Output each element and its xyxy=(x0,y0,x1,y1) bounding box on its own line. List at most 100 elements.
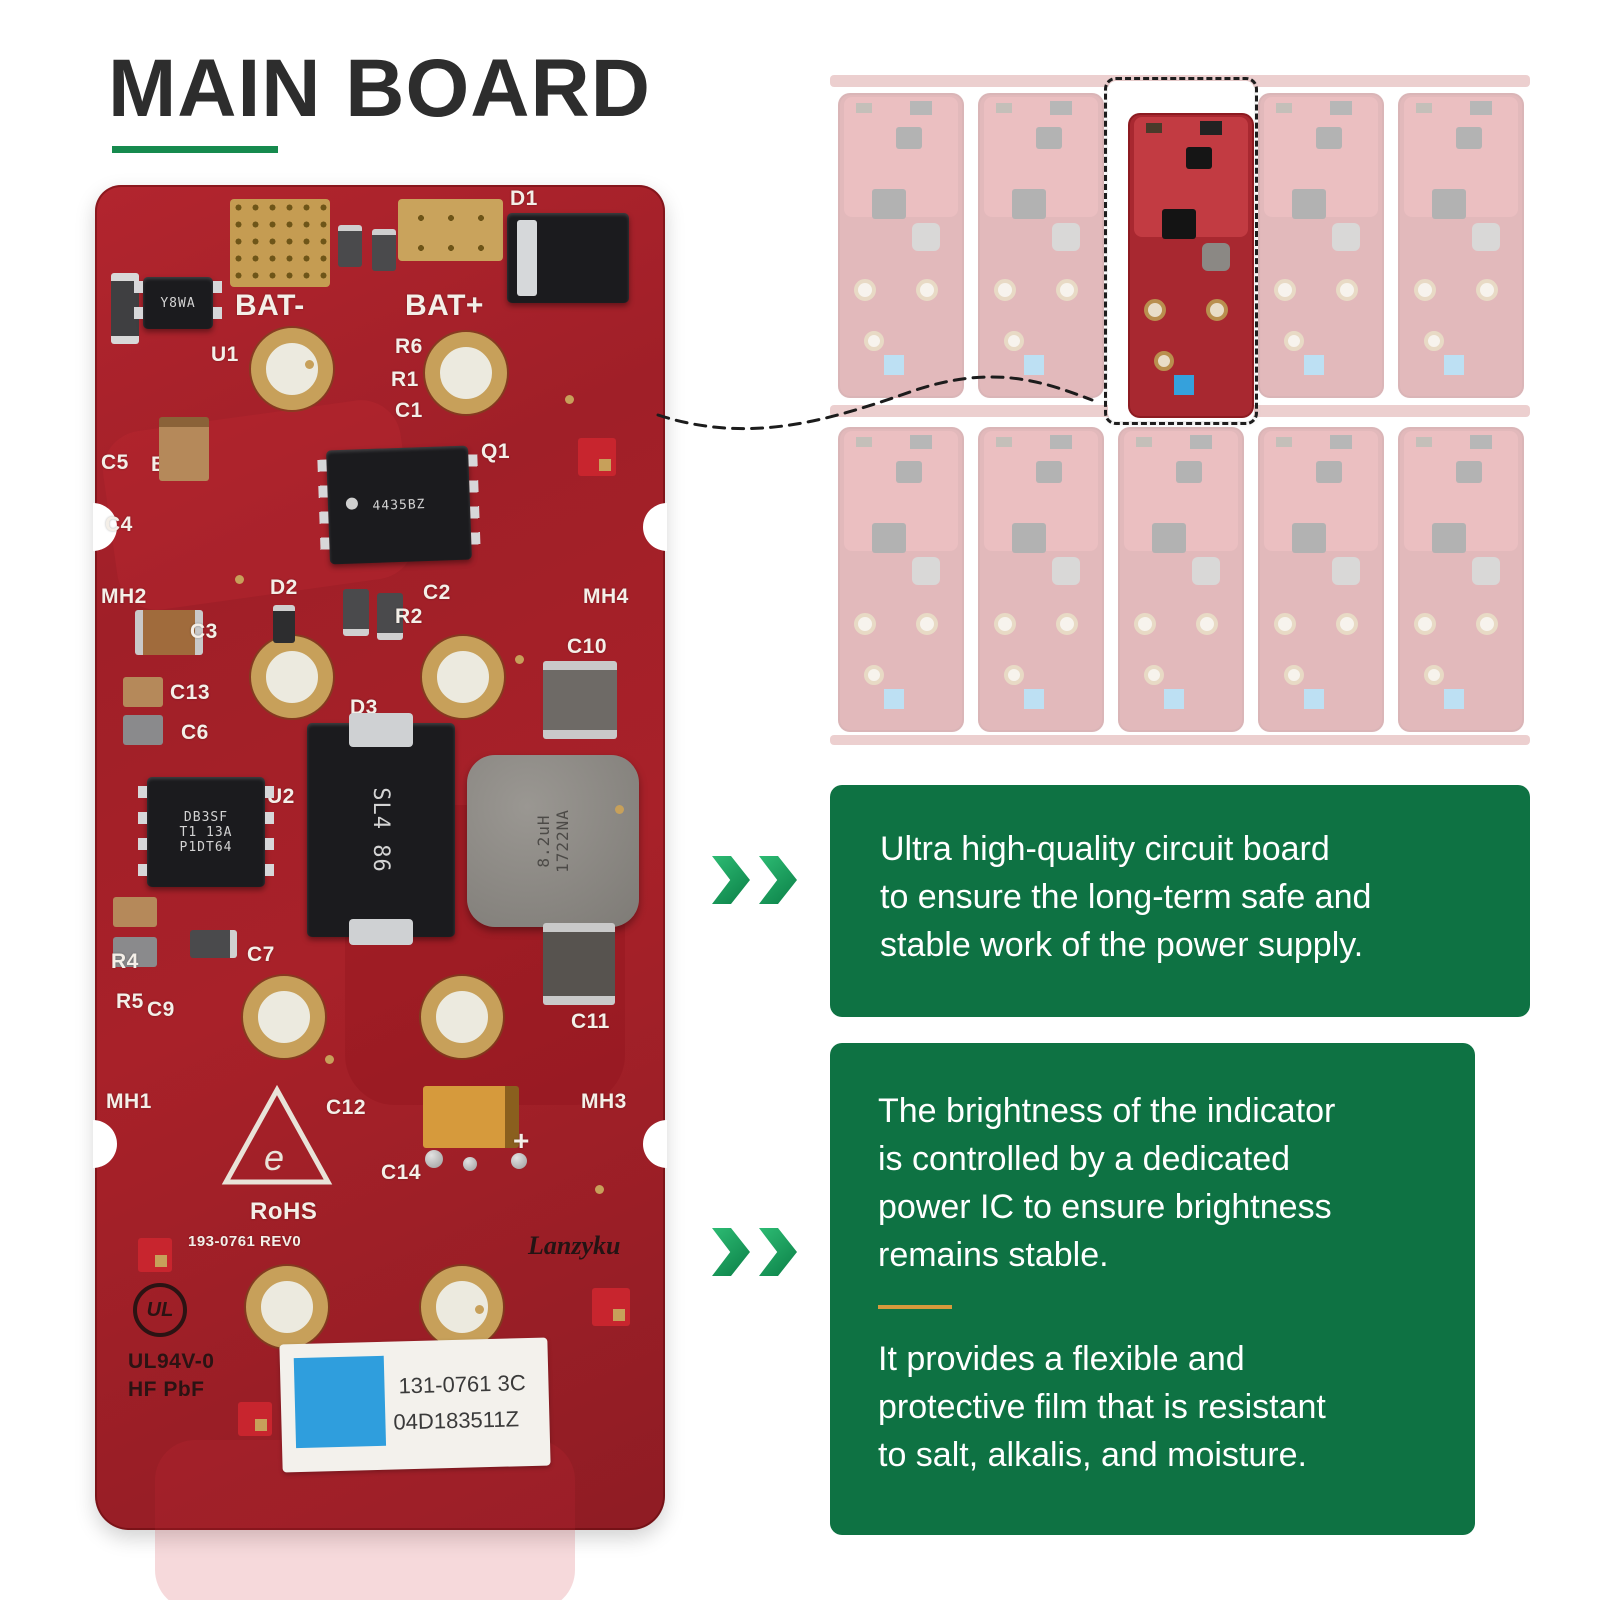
silkscreen-bat-plus: BAT+ xyxy=(405,289,484,322)
diode-d3: SL4 86 xyxy=(307,713,455,945)
silkscreen-r1: R1 xyxy=(391,368,419,391)
terminal-pad xyxy=(251,328,333,410)
via-dot xyxy=(475,1305,484,1314)
via-dot xyxy=(325,1055,334,1064)
chevron-right-icon xyxy=(712,856,750,904)
silkscreen-r4: R4 xyxy=(111,950,139,973)
chip-marking-u2-line3: P1DT64 xyxy=(179,839,233,855)
silkscreen-c3: C3 xyxy=(190,620,218,643)
ic-q1: 4435BZ xyxy=(326,445,472,565)
callout2-p2-line2: protective film that is resistant xyxy=(878,1388,1326,1426)
smd-diode xyxy=(273,605,295,643)
chip-marking-d3: SL4 86 xyxy=(368,787,394,873)
mini-board xyxy=(1118,427,1244,732)
rohs-triangle-logo: e xyxy=(221,1084,333,1185)
fiducial-square xyxy=(138,1238,172,1272)
callout2-p1-line3: power IC to ensure brightness xyxy=(878,1188,1332,1226)
capacitor-tantalum-orange xyxy=(423,1086,519,1148)
mini-board xyxy=(1258,93,1384,398)
silkscreen-c14: C14 xyxy=(381,1161,422,1184)
mini-board xyxy=(838,93,964,398)
mini-board xyxy=(1398,427,1524,732)
capacitor-mlcc xyxy=(543,923,615,1005)
callout2-p2-line3: to salt, alkalis, and moisture. xyxy=(878,1436,1307,1474)
panel-board xyxy=(978,93,1104,398)
via-dot xyxy=(305,360,314,369)
inductor-marking-line2: 1722NA xyxy=(553,809,572,873)
silkscreen-c5: C5 xyxy=(101,451,129,474)
callout1-line2: to ensure the long-term safe and xyxy=(880,878,1372,916)
capacitor-tantalum xyxy=(159,417,209,481)
capacitor-brown xyxy=(135,610,203,655)
panel-board-highlight xyxy=(1118,97,1254,418)
mini-board xyxy=(978,93,1104,398)
chevron-right-icon xyxy=(712,1228,750,1276)
solder-blob xyxy=(511,1153,527,1169)
panel-rail xyxy=(830,735,1530,745)
fiducial-square xyxy=(238,1402,272,1436)
silkscreen-d2: D2 xyxy=(270,576,298,599)
silkscreen-mh3: MH3 xyxy=(581,1090,627,1113)
capacitor-small xyxy=(123,715,163,745)
mini-board xyxy=(838,427,964,732)
panel-highlighted-board xyxy=(1104,77,1258,425)
title-underline xyxy=(112,146,278,153)
inductor: 8.2uH 1722NA xyxy=(467,755,639,927)
sticker-line2: 04D183511Z xyxy=(393,1406,520,1435)
silkscreen-c13: C13 xyxy=(170,681,211,704)
gold-solid-pad xyxy=(398,199,503,261)
terminal-pad xyxy=(425,332,507,414)
ic-u1: Y8WA xyxy=(134,277,222,329)
silkscreen-rohs: RoHS xyxy=(250,1198,318,1225)
page-title: MAIN BOARD xyxy=(108,43,651,134)
via-dot xyxy=(235,575,244,584)
silkscreen-mh1: MH1 xyxy=(106,1090,152,1113)
callout2-p1-line2: is controlled by a dedicated xyxy=(878,1140,1291,1178)
panel-board xyxy=(978,427,1104,732)
callout-brightness-box: The brightness of the indicator is contr… xyxy=(830,1043,1475,1535)
smd-resistor xyxy=(343,589,369,636)
pcb-panel-photo xyxy=(830,75,1530,745)
callout1-line3: stable work of the power supply. xyxy=(880,926,1364,964)
gold-grid-pad xyxy=(230,199,330,287)
diode-d1 xyxy=(507,213,629,303)
panel-board xyxy=(1258,93,1384,398)
silkscreen-r2: R2 xyxy=(395,605,423,628)
callout2-p1-line4: remains stable. xyxy=(878,1236,1109,1274)
silkscreen-mh4: MH4 xyxy=(583,585,629,608)
double-chevron-icon xyxy=(712,856,806,909)
panel-board xyxy=(838,427,964,732)
silkscreen-part-rev: 193-0761 REV0 xyxy=(188,1233,302,1250)
ic-u2: DB3SF T1 13A P1DT64 xyxy=(138,777,274,887)
silkscreen-c1: C1 xyxy=(395,399,423,422)
ul-logo: UL xyxy=(133,1283,187,1337)
silkscreen-c9: C9 xyxy=(147,998,175,1021)
silkscreen-plus: + xyxy=(513,1125,530,1156)
via-dot xyxy=(515,655,524,664)
capacitor-small xyxy=(113,897,157,927)
panel-faded-boards xyxy=(830,75,1530,745)
solder-blob xyxy=(425,1150,443,1168)
mini-board xyxy=(1128,113,1254,418)
mini-board xyxy=(1398,93,1524,398)
sticker-line1: 131-0761 3C xyxy=(398,1370,526,1399)
callout-quality-box: Ultra high-quality circuit board to ensu… xyxy=(830,785,1530,1017)
highlight-dashed-border xyxy=(1104,77,1258,425)
silkscreen-r6: R6 xyxy=(395,335,423,358)
chevron-right-icon xyxy=(759,856,797,904)
fiducial-square xyxy=(578,438,616,476)
rohs-e-mark: e xyxy=(264,1137,284,1178)
silkscreen-r5: R5 xyxy=(116,990,144,1013)
fiducial-square xyxy=(592,1288,630,1326)
silkscreen-u1: U1 xyxy=(211,343,239,366)
inductor-marking-line1: 8.2uH xyxy=(534,814,553,868)
silkscreen-ul-rating: UL94V-0 xyxy=(128,1350,215,1373)
smd-resistor xyxy=(372,229,396,271)
ul-logo-text: UL xyxy=(146,1298,174,1321)
panel-board xyxy=(838,93,964,398)
smd-resistor xyxy=(338,225,362,267)
double-chevron-icon xyxy=(712,1228,806,1281)
panel-board xyxy=(1118,427,1244,732)
sticker-blue-square xyxy=(293,1355,387,1449)
